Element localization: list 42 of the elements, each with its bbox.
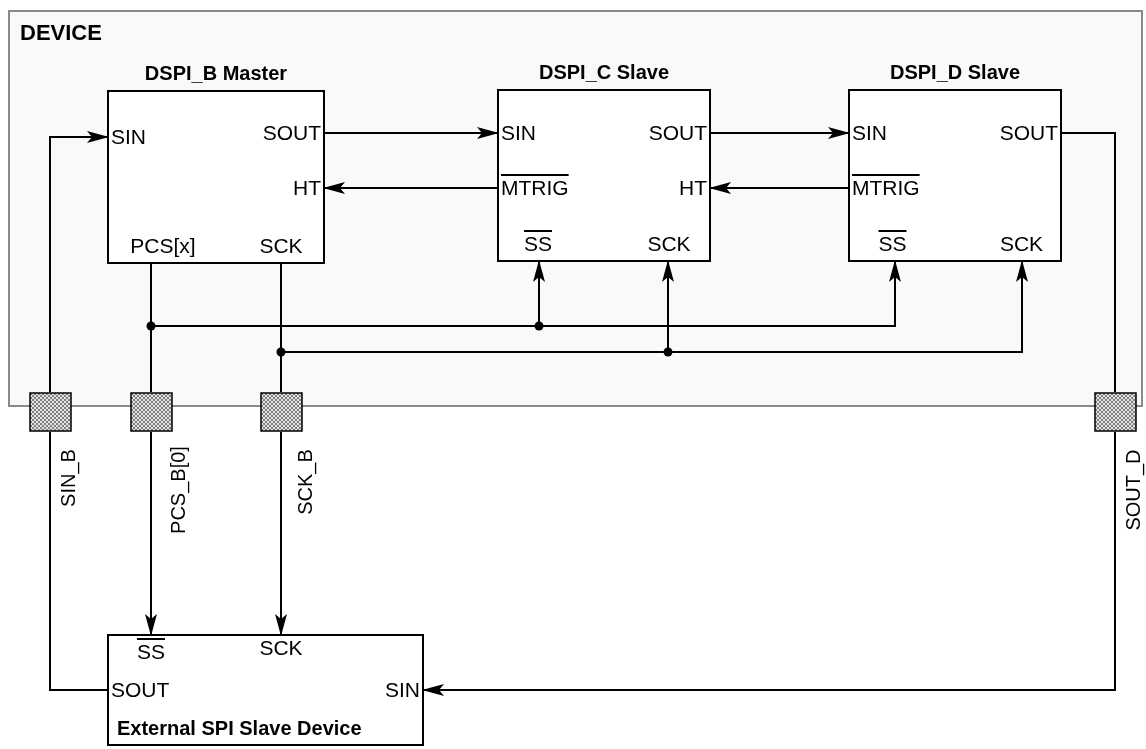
pin-label: SCK <box>985 230 1058 260</box>
pin-label: SCK <box>250 636 312 662</box>
connector-arrow <box>322 127 500 139</box>
device-boundary <box>8 10 1143 407</box>
connector-line <box>49 431 110 691</box>
pin-label: SIN <box>360 677 422 703</box>
block-title: DSPI_D Slave <box>888 61 1022 84</box>
pin-label: HT <box>280 175 323 201</box>
connector-arrow <box>145 431 157 637</box>
connector-arrow <box>49 131 110 393</box>
pin-label: PCS[x] <box>120 232 206 262</box>
pin-label: SOUT <box>960 120 1060 146</box>
pin-label: SOUT <box>109 677 190 703</box>
pin-label: SCK <box>245 232 317 262</box>
pin-label: SS <box>860 230 925 260</box>
io-pad <box>29 392 72 432</box>
io-pad <box>1094 392 1137 432</box>
io-pad <box>260 392 303 432</box>
block-title: External SPI Slave Device <box>117 717 362 740</box>
pin-label: SS <box>130 636 172 670</box>
pin-label: SIN <box>850 120 915 146</box>
device-label: DEVICE <box>20 20 102 46</box>
pin-label: MTRIG <box>850 175 980 201</box>
block-title: DSPI_C Slave <box>537 61 671 84</box>
pin-label: MTRIG <box>499 175 620 201</box>
pin-label: HT <box>660 175 709 201</box>
connector-arrow <box>708 127 851 139</box>
connector-arrow <box>421 431 1116 696</box>
pin-label: SS <box>505 230 571 260</box>
io-pad <box>130 392 173 432</box>
signal-label: PCS_B[0] <box>167 446 189 534</box>
pin-label: SCK <box>632 230 706 260</box>
block-title: DSPI_B Master <box>143 62 289 85</box>
connector-arrow <box>322 182 500 194</box>
connector-line <box>1059 132 1116 393</box>
pin-label: SIN <box>499 120 560 146</box>
external-device-box <box>107 634 424 746</box>
pin-label: SOUT <box>610 120 709 146</box>
connector-arrow <box>275 431 287 637</box>
pin-label: SIN <box>109 124 161 150</box>
connector-arrow <box>708 182 851 194</box>
pin-label: SOUT <box>240 120 323 146</box>
